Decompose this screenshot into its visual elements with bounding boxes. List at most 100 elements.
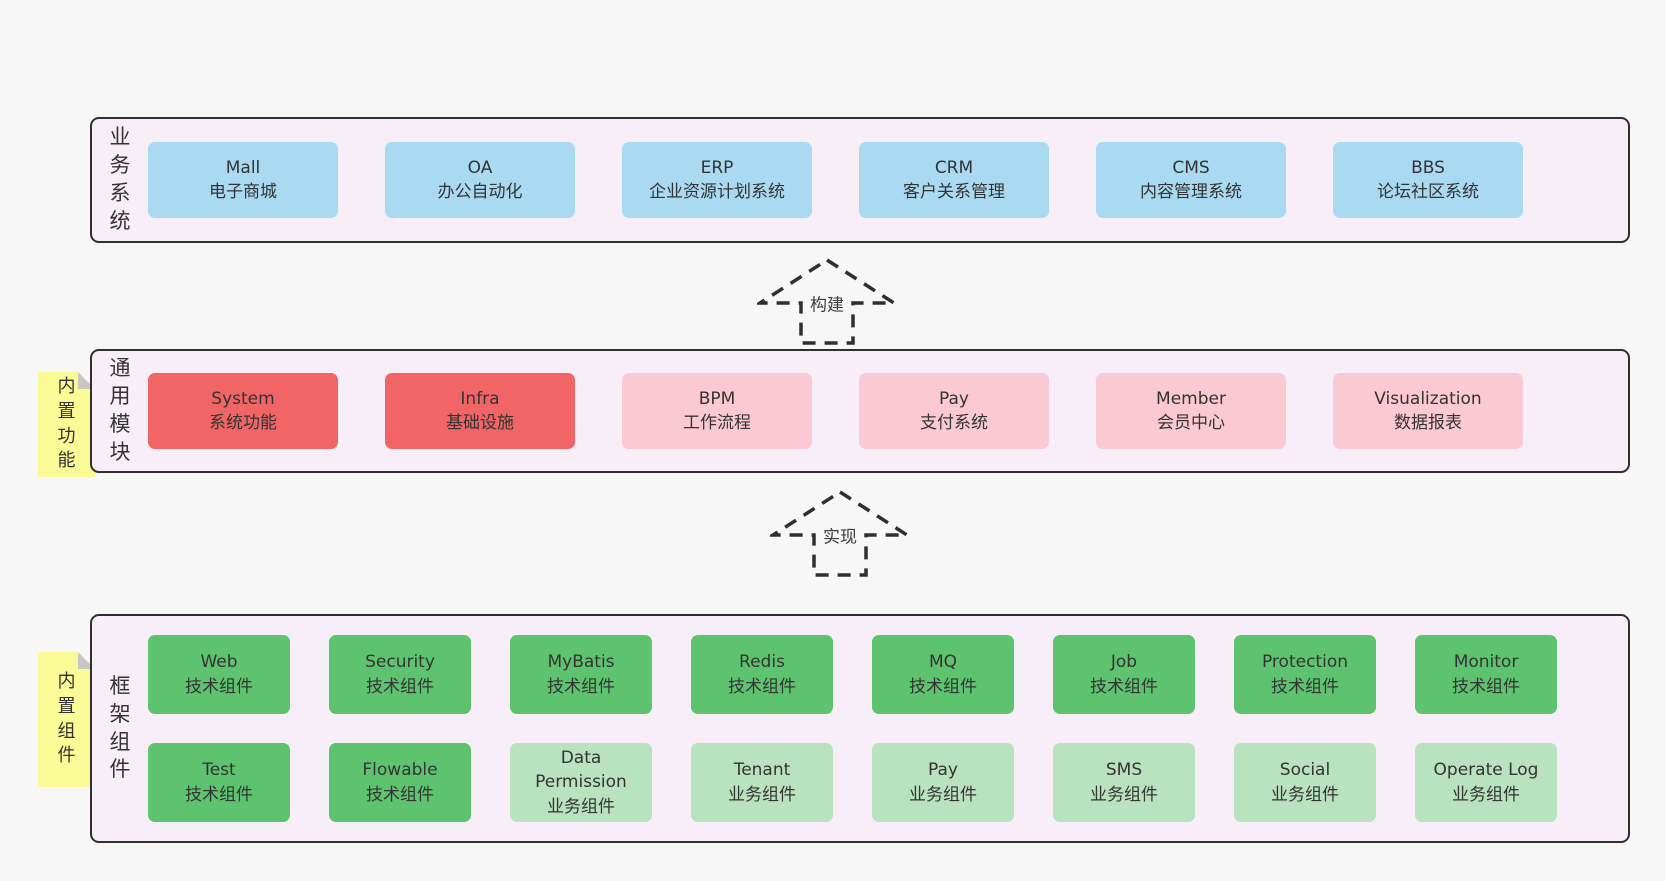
box-subtitle: 技术组件	[909, 676, 977, 697]
box-flowable: Flowable 技术组件	[329, 743, 471, 822]
box-title: Web	[200, 652, 238, 673]
box-subtitle: 基础设施	[446, 413, 514, 433]
box-pay: Pay 业务组件	[872, 743, 1014, 822]
box-subtitle: 业务组件	[547, 796, 615, 817]
box-title: Infra	[460, 388, 500, 409]
box-bbs: BBS 论坛社区系统	[1333, 142, 1523, 218]
box-title: Operate Log	[1433, 760, 1539, 781]
box-oa: OA 办公自动化	[385, 142, 575, 218]
box-title: CRM	[934, 157, 974, 178]
box-social: Social 业务组件	[1234, 743, 1376, 822]
box-subtitle: 论坛社区系统	[1377, 182, 1479, 202]
box-subtitle: 企业资源计划系统	[649, 182, 785, 202]
box-monitor: Monitor 技术组件	[1415, 635, 1557, 714]
box-member: Member 会员中心	[1096, 373, 1286, 449]
band-common-modules: 通用模块 System 系统功能 Infra 基础设施 BPM 工作流程 Pay 支付系统 Me…	[90, 349, 1630, 473]
arrow-label: 实现	[820, 521, 860, 549]
box-title: Member	[1156, 388, 1226, 409]
box-subtitle: 电子商城	[209, 182, 277, 202]
box-crm: CRM 客户关系管理	[859, 142, 1049, 218]
band-label: 通用模块	[109, 356, 131, 464]
box-web: Web 技术组件	[148, 635, 290, 714]
box-title: MQ	[928, 652, 958, 673]
box-title: Protection	[1261, 652, 1348, 673]
box-security: Security 技术组件	[329, 635, 471, 714]
box-row: System 系统功能 Infra 基础设施 BPM 工作流程 Pay 支付系统 Member 会…	[148, 373, 1628, 449]
sticky-note-label: 内置功能	[57, 375, 76, 472]
box-infra: Infra 基础设施	[385, 373, 575, 449]
box-subtitle: 技术组件	[185, 676, 253, 697]
box-subtitle: 业务组件	[1090, 784, 1158, 805]
sticky-note-built-in-components: 内置组件	[38, 652, 95, 787]
box-title: Job	[1110, 652, 1138, 673]
box-title: Pay	[928, 760, 958, 781]
box-title: Monitor	[1453, 652, 1519, 673]
box-title: Visualization	[1374, 388, 1482, 409]
box-data-permission: Data Permission 业务组件	[510, 743, 652, 822]
box-protection: Protection 技术组件	[1234, 635, 1376, 714]
box-subtitle: 工作流程	[683, 413, 751, 433]
box-title: OA	[467, 157, 493, 178]
box-title: BPM	[698, 388, 736, 409]
box-title: Security	[365, 652, 435, 673]
box-subtitle: 支付系统	[920, 413, 988, 433]
band-rows: System 系统功能 Infra 基础设施 BPM 工作流程 Pay 支付系统 Member 会…	[135, 373, 1628, 449]
band-label: 业务系统	[109, 125, 131, 233]
sticky-note-label: 内置组件	[57, 670, 76, 767]
box-title: Data Permission	[535, 748, 627, 793]
box-tenant: Tenant 业务组件	[691, 743, 833, 822]
box-subtitle: 内容管理系统	[1140, 182, 1242, 202]
box-subtitle: 系统功能	[209, 413, 277, 433]
band-label: 框架组件	[109, 673, 131, 782]
box-job: Job 技术组件	[1053, 635, 1195, 714]
box-system: System 系统功能	[148, 373, 338, 449]
box-subtitle: 技术组件	[1271, 676, 1339, 697]
box-visualization: Visualization 数据报表	[1333, 373, 1523, 449]
box-mq: MQ 技术组件	[872, 635, 1014, 714]
box-subtitle: 技术组件	[366, 784, 434, 805]
arrow-implement: 实现	[770, 489, 910, 579]
box-title: Flowable	[362, 760, 438, 781]
box-title: Redis	[739, 652, 785, 673]
box-title: SMS	[1105, 760, 1143, 781]
box-subtitle: 技术组件	[366, 676, 434, 697]
box-title: BBS	[1411, 157, 1445, 178]
box-pay: Pay 支付系统	[859, 373, 1049, 449]
box-subtitle: 业务组件	[1452, 784, 1520, 805]
box-subtitle: 办公自动化	[437, 182, 523, 202]
box-title: System	[211, 388, 275, 409]
box-subtitle: 技术组件	[1452, 676, 1520, 697]
box-operate-log: Operate Log 业务组件	[1415, 743, 1557, 822]
arrow-build: 构建	[757, 257, 897, 347]
box-title: Tenant	[733, 760, 791, 781]
box-subtitle: 技术组件	[547, 676, 615, 697]
box-subtitle: 业务组件	[1271, 784, 1339, 805]
box-subtitle: 技术组件	[185, 784, 253, 805]
box-title: Mall	[225, 157, 261, 178]
box-title: Pay	[939, 388, 969, 409]
arrow-label: 构建	[807, 289, 847, 317]
box-subtitle: 技术组件	[1090, 676, 1158, 697]
box-subtitle: 业务组件	[728, 784, 796, 805]
band-framework-components: 框架组件 Web 技术组件 Security 技术组件 MyBatis 技术组件 Redis…	[90, 614, 1630, 843]
box-title: CMS	[1172, 157, 1210, 178]
box-mybatis: MyBatis 技术组件	[510, 635, 652, 714]
box-cms: CMS 内容管理系统	[1096, 142, 1286, 218]
box-sms: SMS 业务组件	[1053, 743, 1195, 822]
box-subtitle: 会员中心	[1157, 413, 1225, 433]
box-subtitle: 业务组件	[909, 784, 977, 805]
box-title: Social	[1279, 760, 1331, 781]
box-title: MyBatis	[547, 652, 615, 673]
sticky-note-built-in-features: 内置功能	[38, 372, 95, 477]
box-subtitle: 客户关系管理	[903, 182, 1005, 202]
box-subtitle: 数据报表	[1394, 413, 1462, 433]
